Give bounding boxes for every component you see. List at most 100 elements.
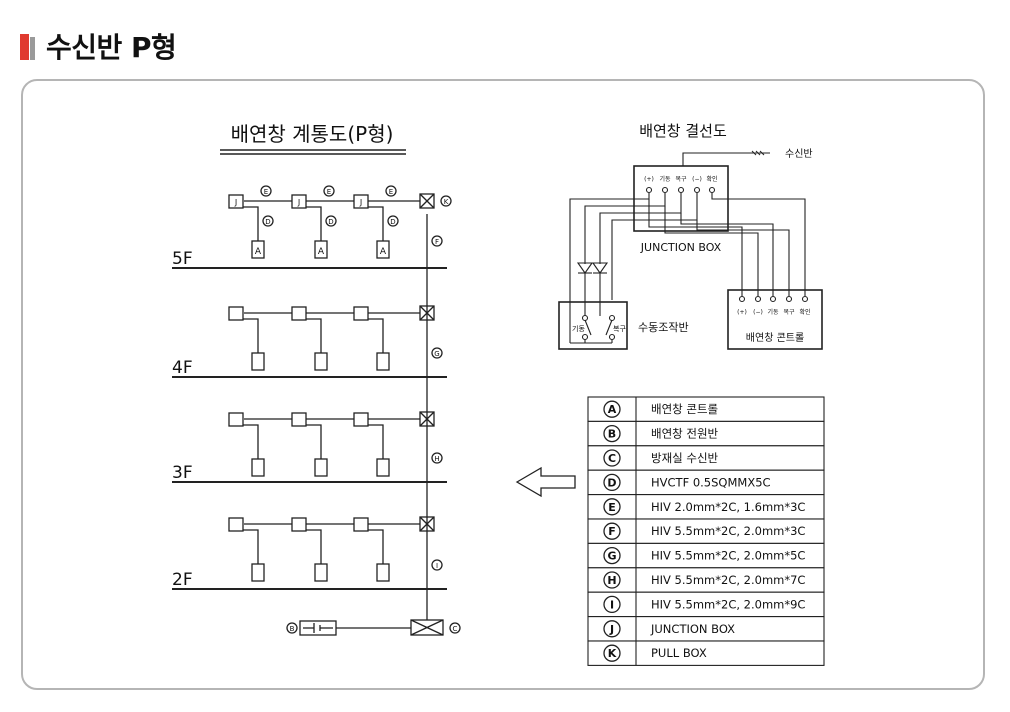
receiver-label: 수신반 bbox=[785, 148, 813, 160]
controller-terminal-label: 복구 bbox=[783, 309, 795, 316]
legend-symbol: I bbox=[610, 598, 614, 611]
d-label: D bbox=[328, 218, 333, 226]
controller-label: 배연창 콘트롤 bbox=[746, 332, 804, 344]
legend-row: C 방재실 수신반 bbox=[587, 445, 825, 471]
controller-terminal-label: (−) bbox=[753, 309, 763, 316]
legend-symbol: D bbox=[607, 476, 616, 489]
manual-left-label: 기동 bbox=[572, 324, 585, 333]
a-label: A bbox=[255, 247, 262, 257]
junction-box-symbol bbox=[291, 194, 307, 209]
floor-label: 2F bbox=[172, 570, 193, 590]
page-title: 수신반 P형 bbox=[46, 31, 177, 64]
riser-wire-label: I bbox=[436, 562, 438, 570]
riser-title: 배연창 계통도(P형) bbox=[231, 122, 394, 146]
junction-terminal-label: 복구 bbox=[675, 176, 687, 183]
legend-row: G HIV 5.5mm*2C, 2.0mm*5C bbox=[587, 542, 825, 569]
junction-box-symbol bbox=[228, 306, 244, 321]
junction-box-symbol bbox=[291, 412, 307, 427]
floor-3F: 3F bbox=[172, 411, 447, 483]
controller-symbol bbox=[314, 563, 328, 582]
a-label: A bbox=[318, 247, 325, 257]
legend-row: E HIV 2.0mm*2C, 1.6mm*3C bbox=[587, 494, 825, 520]
manual-panel-box bbox=[558, 301, 628, 350]
legend-description: 배연창 전원반 bbox=[651, 427, 719, 441]
j-label: J bbox=[359, 198, 362, 207]
legend-symbol: J bbox=[609, 623, 614, 636]
legend-description: HIV 5.5mm*2C, 2.0mm*5C bbox=[651, 549, 805, 563]
pull-box-label: K bbox=[444, 198, 449, 206]
legend-row: I HIV 5.5mm*2C, 2.0mm*9C bbox=[587, 591, 825, 618]
junction-terminal-label: 기동 bbox=[659, 175, 671, 183]
legend-description: HIV 5.5mm*2C, 2.0mm*3C bbox=[651, 524, 805, 538]
junction-box-symbol bbox=[291, 306, 307, 321]
floor-label: 3F bbox=[172, 463, 193, 483]
controller-terminal-label: (+) bbox=[737, 309, 747, 316]
controller-symbol bbox=[251, 240, 265, 259]
controller-terminal-label: 확인 bbox=[799, 308, 810, 316]
controller-symbol bbox=[314, 352, 328, 371]
legend-description: PULL BOX bbox=[651, 646, 707, 660]
controller-symbol bbox=[376, 563, 390, 582]
controller-box bbox=[727, 289, 823, 350]
wiring-title: 배연창 결선도 bbox=[639, 122, 727, 140]
junction-terminal-label: (−) bbox=[692, 176, 702, 183]
riser-wire-label: H bbox=[434, 455, 439, 463]
junction-box-symbol bbox=[228, 412, 244, 427]
controller-symbol bbox=[314, 240, 328, 259]
legend-row: D HVCTF 0.5SQMMX5C bbox=[587, 469, 825, 496]
legend-symbol: H bbox=[607, 574, 616, 587]
legend-description: JUNCTION BOX bbox=[650, 622, 735, 636]
e-label: E bbox=[327, 188, 331, 196]
floor-label: 5F bbox=[172, 249, 193, 269]
legend-symbol: K bbox=[608, 647, 617, 660]
legend-symbol: A bbox=[608, 403, 617, 416]
header-marker-icon bbox=[20, 34, 35, 60]
d-label: D bbox=[265, 218, 270, 226]
legend-description: HVCTF 0.5SQMMX5C bbox=[651, 475, 771, 489]
riser-wire-label: F bbox=[435, 238, 439, 246]
d-label: D bbox=[390, 218, 395, 226]
legend-row: K PULL BOX bbox=[587, 640, 825, 666]
j-label: J bbox=[234, 198, 237, 207]
legend-row: J JUNCTION BOX bbox=[587, 616, 825, 642]
controller-symbol bbox=[251, 352, 265, 371]
manual-right-label: 복구 bbox=[613, 325, 626, 333]
manual-panel-label: 수동조작반 bbox=[638, 321, 689, 334]
junction-box-symbol bbox=[353, 306, 369, 321]
controller-symbol bbox=[376, 352, 390, 371]
floor-4F: 4F bbox=[172, 305, 447, 378]
junction-terminal-label: (+) bbox=[644, 176, 654, 183]
junction-box-symbol bbox=[353, 194, 369, 209]
junction-box-symbol bbox=[353, 412, 369, 427]
legend-symbol: E bbox=[608, 501, 616, 514]
junction-box-symbol bbox=[228, 517, 244, 532]
e-label: E bbox=[389, 188, 393, 196]
riser-wire-label: G bbox=[434, 350, 439, 358]
controller-symbol bbox=[376, 458, 390, 477]
controller-terminal-label: 기동 bbox=[767, 308, 779, 316]
power-panel-label: B bbox=[290, 625, 295, 633]
controller-symbol bbox=[314, 458, 328, 477]
diagram-panel bbox=[21, 79, 985, 690]
floor-2F: 2F bbox=[172, 516, 447, 590]
controller-symbol bbox=[376, 240, 390, 259]
controller-symbol bbox=[251, 458, 265, 477]
legend-description: 방재실 수신반 bbox=[651, 451, 719, 465]
legend-description: HIV 5.5mm*2C, 2.0mm*9C bbox=[651, 597, 805, 611]
controller-symbol bbox=[251, 563, 265, 582]
junction-box-symbol bbox=[228, 194, 244, 209]
legend-symbol: G bbox=[607, 550, 616, 563]
e-label: E bbox=[264, 188, 268, 196]
legend-description: HIV 2.0mm*2C, 1.6mm*3C bbox=[651, 500, 805, 514]
legend-symbol: C bbox=[608, 452, 616, 465]
receiver-symbol-label: C bbox=[453, 625, 458, 633]
floor-label: 4F bbox=[172, 358, 193, 378]
